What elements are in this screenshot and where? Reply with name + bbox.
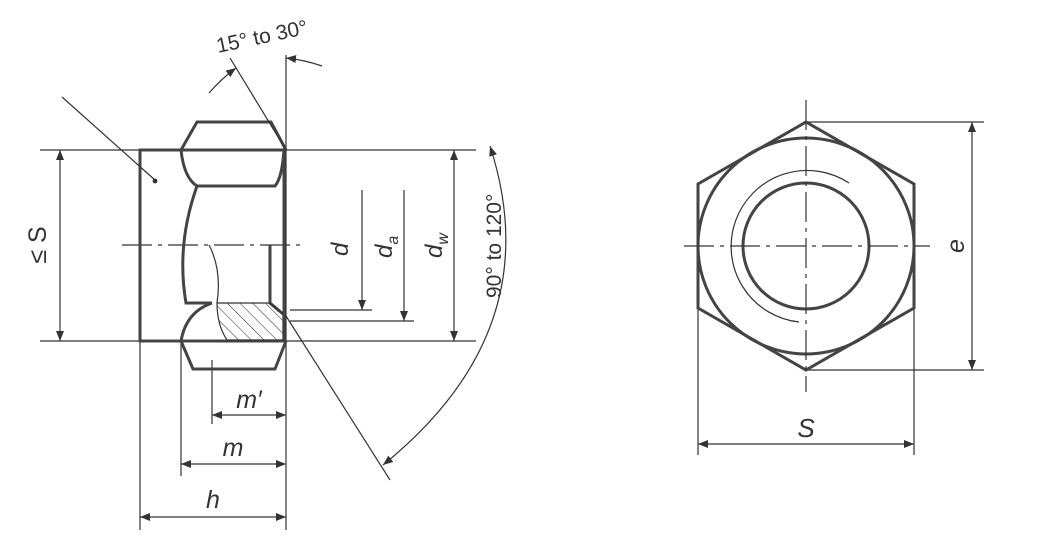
chamfer-angle-label: 15° to 30° [214,16,309,58]
d-w-label: dw [421,232,452,258]
bearing-angle-line [285,315,391,481]
side-s-max-label: ≤ S [24,226,52,263]
d-label: d [327,242,354,256]
bearing-angle-label: 90° to 120° [483,194,506,298]
m-label: m [223,434,244,462]
hatched-insert [217,303,283,340]
top-view: e S [684,100,984,455]
d-a-label: da [371,236,402,258]
chamfer-angle-line [229,57,287,151]
side-view: 15° to 30° 90° to 120° ≤ S d da dw m′ m … [24,16,507,530]
nut-side-outline [138,120,288,371]
thread-arc [730,169,850,323]
h-label: h [206,486,220,514]
e-label: e [942,239,970,253]
s-label: S [797,413,815,443]
m-prime-label: m′ [236,386,263,414]
chamfer-angle-arc [208,67,237,94]
leader-dot [152,178,158,184]
chamfer-angle-arc-right [285,55,323,67]
bearing-angle-arc [382,145,507,466]
leader-line [61,96,156,181]
